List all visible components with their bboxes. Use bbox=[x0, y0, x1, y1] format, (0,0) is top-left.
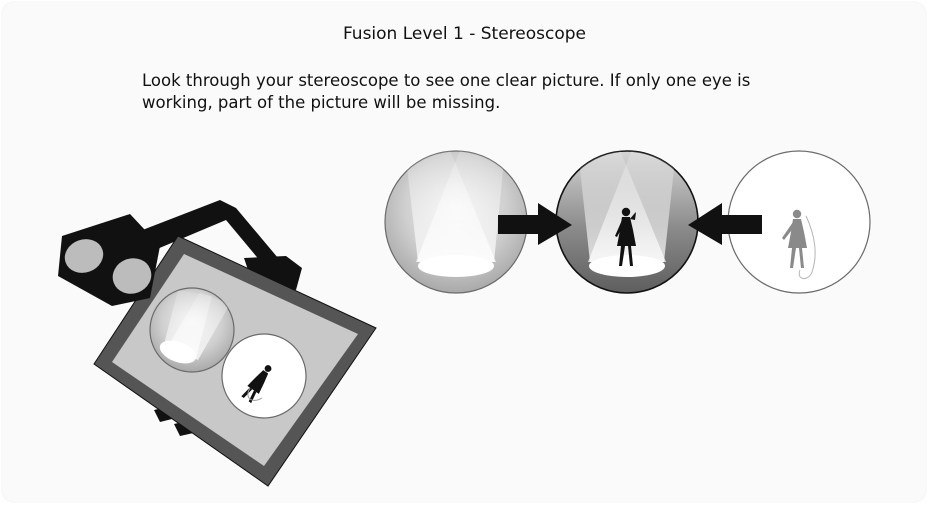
arrow-right-icon bbox=[498, 203, 572, 245]
singer-silhouette-icon bbox=[782, 209, 807, 268]
fused-image bbox=[555, 150, 699, 294]
stereoscope-device-icon bbox=[58, 200, 377, 487]
right-eye-image bbox=[727, 150, 871, 294]
singer-silhouette-icon bbox=[615, 207, 636, 266]
left-eye-image bbox=[384, 150, 528, 294]
instructions-text: Look through your stereoscope to see one… bbox=[142, 71, 751, 112]
arrow-left-icon bbox=[688, 203, 762, 245]
page-title: Fusion Level 1 - Stereoscope bbox=[342, 24, 587, 44]
